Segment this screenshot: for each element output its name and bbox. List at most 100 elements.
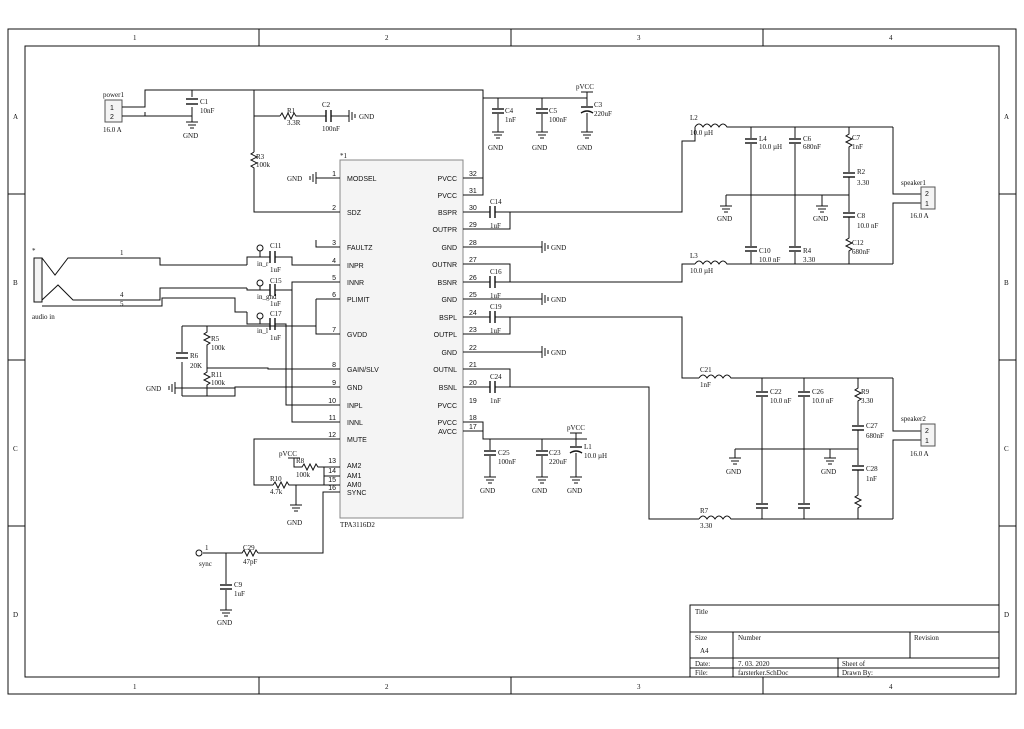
date-value: 7. 03. 2020: [738, 660, 770, 668]
gnd-net-label: GND: [813, 215, 828, 223]
c12-ref: C10: [759, 247, 771, 255]
ic-pin-name: OUTNL: [433, 367, 457, 374]
revision-label: Revision: [914, 634, 939, 642]
audio-pin-5: 5: [120, 300, 124, 308]
ic-pin-name: GND: [441, 245, 457, 252]
ic-pin-name: FAULTZ: [347, 245, 373, 252]
speaker2-name: speaker2: [901, 415, 926, 423]
row-label: D: [13, 611, 18, 619]
l2-value: 10.0 µH: [690, 267, 713, 275]
ic-pin-number: 24: [469, 310, 477, 317]
ic-pin-name: BSPR: [438, 210, 457, 217]
ic-right-pins: 32PVCC31PVCC30BSPR29OUTPR28GND27OUTNR26B…: [432, 171, 477, 436]
c12-value: 10.0 nF: [759, 256, 781, 264]
c14-value: 1uF: [490, 292, 501, 300]
ic-pin-number: 25: [469, 292, 477, 299]
c5-value: 100nF: [549, 116, 567, 124]
c24-ref: C25: [498, 449, 510, 457]
c7-value: 680nF: [803, 143, 821, 151]
c8-ref: R2: [857, 168, 866, 176]
ic-pin-number: 22: [469, 345, 477, 352]
audio-jack-mark: *: [32, 247, 36, 255]
ic-pin-number: 7: [332, 327, 336, 334]
r2-value: 1nF: [852, 143, 863, 151]
c18-value: 20K: [190, 362, 202, 370]
c3-value: 220uF: [594, 110, 612, 118]
ic-pin-number: 21: [469, 362, 477, 369]
r4-value: 680nF: [852, 248, 870, 256]
c10-value: 10.0 nF: [857, 222, 879, 230]
r11-value: 100k: [296, 471, 311, 479]
speaker2-connector: [920, 423, 936, 447]
ic-pin-number: 23: [469, 327, 477, 334]
col-label: 4: [889, 683, 893, 691]
power-pin-2: 2: [110, 114, 114, 121]
gnd-net-label: GND: [146, 385, 161, 393]
drawn-by-label: Drawn By:: [842, 669, 873, 677]
c20-value: 10.0 nF: [770, 397, 792, 405]
ic-pin-name: INNR: [347, 280, 364, 287]
ic-pin-number: 16: [328, 485, 336, 492]
c19-ref: C24: [490, 373, 502, 381]
gnd-net-label: GND: [726, 468, 741, 476]
c17-value: 1uF: [270, 334, 281, 342]
power-connector-name: power1: [103, 91, 124, 99]
gnd-net-label: GND: [821, 468, 836, 476]
r8-ref: R10: [270, 475, 282, 483]
c25-ref: C23: [549, 449, 561, 457]
ic-pin-name: OUTPR: [433, 227, 458, 234]
l1-ref: L2: [690, 114, 698, 122]
r7-ref: R9: [861, 388, 870, 396]
c17-ref: C17: [270, 310, 282, 318]
ic-pin-number: 9: [332, 380, 336, 387]
l4-value: 3.30: [700, 522, 713, 530]
ic-pin-name: BSPL: [439, 315, 457, 322]
r1-value: 3.3R: [287, 119, 301, 127]
c29-ref: C9: [234, 581, 243, 589]
c25-value: 220uF: [549, 458, 567, 466]
row-label: C: [1004, 445, 1009, 453]
col-label: 2: [385, 683, 389, 691]
c9-ref: C14: [490, 198, 502, 206]
right-output-filter: L2 10.0 µH L3 10.0 µH L4 10.0 µH C10 10.…: [682, 114, 936, 275]
gnd-net-label: GND: [287, 175, 302, 183]
audio-pin-4: 4: [120, 291, 124, 299]
l4-ref: R7: [700, 507, 709, 515]
c13-ref: R4: [803, 247, 812, 255]
c26-value: 1nF: [866, 475, 877, 483]
r2-ref: C7: [852, 134, 861, 142]
ic-pin-name: BSNR: [438, 280, 457, 287]
ic-body: [339, 159, 464, 519]
ic-pin-number: 19: [469, 398, 477, 405]
gnd-net-label: GND: [183, 132, 198, 140]
l3-value: 1nF: [700, 381, 711, 389]
row-label: B: [13, 279, 18, 287]
audio-pin-1: 1: [120, 249, 124, 257]
ic-pin-name: OUTPL: [434, 332, 457, 339]
number-label: Number: [738, 634, 762, 642]
c16-ref: C19: [490, 303, 502, 311]
file-value: farsterker.SchDoc: [738, 669, 788, 677]
c5-ref: C5: [549, 107, 558, 115]
gnd-net-label: GND: [551, 244, 566, 252]
drawing-frame: 1 2 3 4 1 2 3 4 A B C D A B C D: [7, 28, 1017, 695]
ic-pin-name: SYNC: [347, 490, 366, 497]
ic-designator: *1: [340, 152, 348, 160]
ic-pin-number: 6: [332, 292, 336, 299]
row-label: C: [13, 445, 18, 453]
l2-ref: L3: [690, 252, 698, 260]
in-l-net-label: in_l: [257, 327, 268, 335]
ic-pin-number: 27: [469, 257, 477, 264]
sync-label: sync: [199, 560, 212, 568]
speaker1-rating: 16.0 A: [910, 212, 929, 220]
c16-value: 1uF: [490, 327, 501, 335]
ic-pin-number: 26: [469, 275, 477, 282]
date-label: Date:: [695, 660, 710, 668]
ic-pin-number: 30: [469, 205, 477, 212]
ic-pin-name: MUTE: [347, 437, 367, 444]
c11-ref: C11: [270, 242, 282, 250]
ic-pin-number: 18: [469, 415, 477, 422]
ic-pin-number: 31: [469, 188, 477, 195]
c21-value: 10.0 nF: [812, 397, 834, 405]
